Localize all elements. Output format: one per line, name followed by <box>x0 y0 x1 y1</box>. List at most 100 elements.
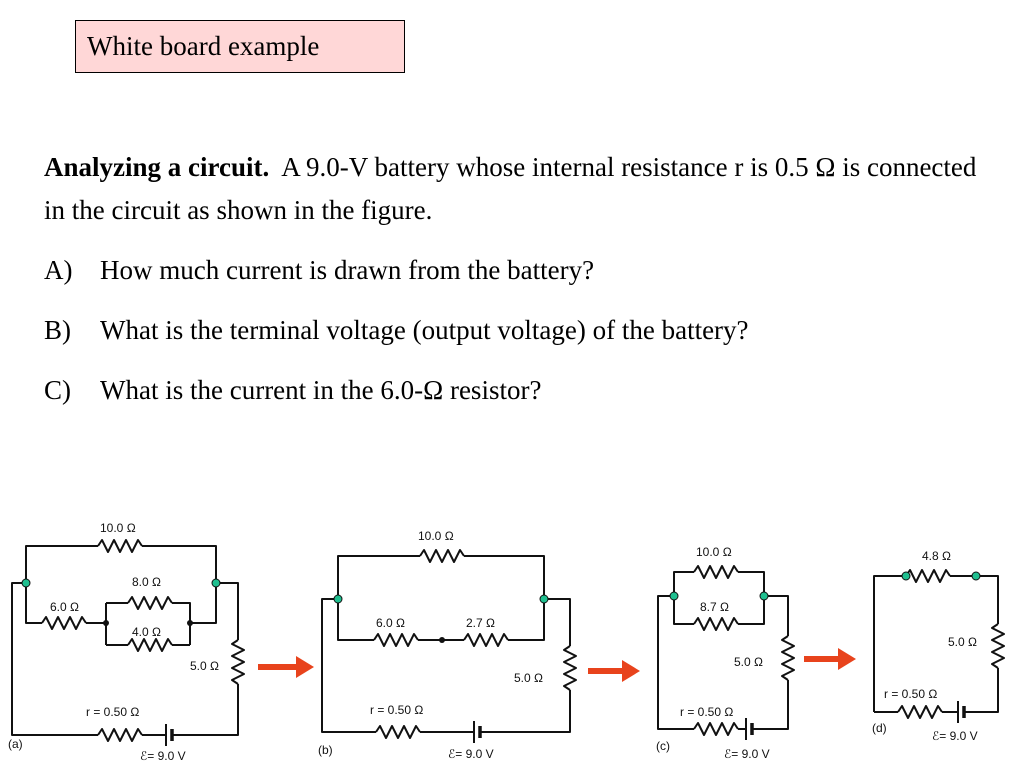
resistor-6-ohm <box>41 616 87 630</box>
resistor-5-ohm <box>781 635 795 681</box>
wire <box>321 598 376 733</box>
junction-dot <box>439 637 445 643</box>
slide-title: White board example <box>87 31 320 61</box>
resistor-10-ohm <box>97 539 143 553</box>
label-r5: 5.0 Ω <box>514 671 543 685</box>
resistor-5-ohm <box>563 645 577 691</box>
resistor-8-7-ohm <box>693 617 739 631</box>
label-r-internal: r = 0.50 Ω <box>884 687 937 701</box>
wire <box>190 583 217 624</box>
wire <box>337 555 420 599</box>
question-text: How much current is drawn from the batte… <box>100 255 595 285</box>
label-r5: 5.0 Ω <box>948 635 977 649</box>
label-r6: 6.0 Ω <box>50 600 79 614</box>
wire <box>11 582 98 736</box>
wire <box>172 602 191 645</box>
label-r-top: 10.0 Ω <box>100 521 136 535</box>
arrow-icon <box>588 660 640 682</box>
wire <box>738 596 765 625</box>
wire <box>752 680 789 730</box>
node-marker <box>211 578 221 588</box>
label-panel: (c) <box>656 739 670 753</box>
label-panel: (a) <box>8 737 23 751</box>
node-marker <box>759 591 769 601</box>
label-emf: ℰ= 9.0 V <box>932 729 978 743</box>
wire <box>950 575 999 624</box>
node-marker <box>669 591 679 601</box>
wire <box>673 571 694 596</box>
wire <box>970 668 999 713</box>
resistor-6-ohm <box>373 633 419 647</box>
label-r4: 4.0 Ω <box>132 625 161 639</box>
wire <box>544 598 571 646</box>
wire <box>480 690 571 733</box>
junction-dot <box>187 620 193 626</box>
label-r5: 5.0 Ω <box>190 659 219 673</box>
resistor-4-ohm <box>127 638 173 652</box>
circuit-diagram-c: 10.0 Ω 8.7 Ω 5.0 Ω r = 0.50 Ω ℰ= 9.0 V (… <box>656 545 795 761</box>
label-r6: 6.0 Ω <box>376 616 405 630</box>
question-a: A) How much current is drawn from the bat… <box>44 249 984 292</box>
question-label: B) <box>44 315 71 345</box>
question-text: What is the terminal voltage (output vol… <box>100 315 749 345</box>
question-label: C) <box>44 375 71 405</box>
node-marker <box>901 571 911 581</box>
label-r8: 8.0 Ω <box>132 575 161 589</box>
wire <box>738 571 765 596</box>
label-r8-7: 8.7 Ω <box>700 600 729 614</box>
resistor-4-8-ohm <box>905 569 951 583</box>
label-r-internal: r = 0.50 Ω <box>370 703 423 717</box>
wire <box>216 582 239 640</box>
label-r-top: 10.0 Ω <box>696 545 732 559</box>
circuit-diagram-a: 10.0 Ω 8.0 Ω 6.0 Ω 4.0 Ω 5.0 Ω r = 0.50 … <box>8 521 245 763</box>
resistor-8-ohm <box>127 596 173 610</box>
resistor-internal <box>897 705 943 719</box>
label-r4-8: 4.8 Ω <box>922 549 951 563</box>
wire <box>142 545 217 583</box>
node-marker <box>333 594 343 604</box>
resistor-2-7-ohm <box>463 633 509 647</box>
label-panel: (d) <box>872 721 887 735</box>
wire <box>172 684 239 736</box>
label-r2-7: 2.7 Ω <box>466 616 495 630</box>
problem-intro-text: A 9.0-V battery whose internal resistanc… <box>44 152 977 225</box>
node-marker <box>971 571 981 581</box>
node-marker <box>539 594 549 604</box>
question-b: B) What is the terminal voltage (output v… <box>44 309 984 352</box>
wire <box>25 545 98 583</box>
label-emf: ℰ= 9.0 V <box>448 747 494 761</box>
arrow-icon <box>804 648 856 670</box>
problem-intro-lead: Analyzing a circuit. <box>44 152 270 182</box>
label-emf: ℰ= 9.0 V <box>140 749 186 763</box>
label-r-internal: r = 0.50 Ω <box>86 705 139 719</box>
slide-title-box: White board example <box>75 20 405 73</box>
problem-statement: Analyzing a circuit. A 9.0-V battery who… <box>44 146 984 412</box>
node-marker <box>21 578 31 588</box>
wire <box>657 595 694 730</box>
label-r5: 5.0 Ω <box>734 655 763 669</box>
wire <box>337 599 374 641</box>
label-r-internal: r = 0.50 Ω <box>680 705 733 719</box>
resistor-internal <box>693 722 739 736</box>
resistor-5-ohm <box>991 623 1005 669</box>
label-emf: ℰ= 9.0 V <box>724 747 770 761</box>
problem-intro: Analyzing a circuit. A 9.0-V battery who… <box>44 146 984 232</box>
wire <box>673 596 694 625</box>
resistor-internal <box>375 725 421 739</box>
resistor-internal <box>97 728 143 742</box>
question-label: A) <box>44 255 73 285</box>
resistor-5-ohm <box>231 639 245 685</box>
arrow-icon <box>258 656 314 678</box>
circuit-diagram-b: 10.0 Ω 6.0 Ω 2.7 Ω 5.0 Ω r = 0.50 Ω ℰ= 9… <box>318 529 577 761</box>
junction-dot <box>103 620 109 626</box>
wire <box>25 583 42 624</box>
circuit-diagram-d: 4.8 Ω 5.0 Ω r = 0.50 Ω ℰ= 9.0 V (d) <box>872 549 1005 743</box>
label-panel: (b) <box>318 743 333 757</box>
question-text: What is the current in the 6.0-Ω resisto… <box>100 375 542 405</box>
label-r-top: 10.0 Ω <box>418 529 454 543</box>
resistor-10-ohm <box>419 549 465 563</box>
wire <box>464 555 545 599</box>
question-c: C) What is the current in the 6.0-Ω resis… <box>44 369 984 412</box>
resistor-10-ohm <box>693 565 739 579</box>
wire <box>508 599 545 641</box>
